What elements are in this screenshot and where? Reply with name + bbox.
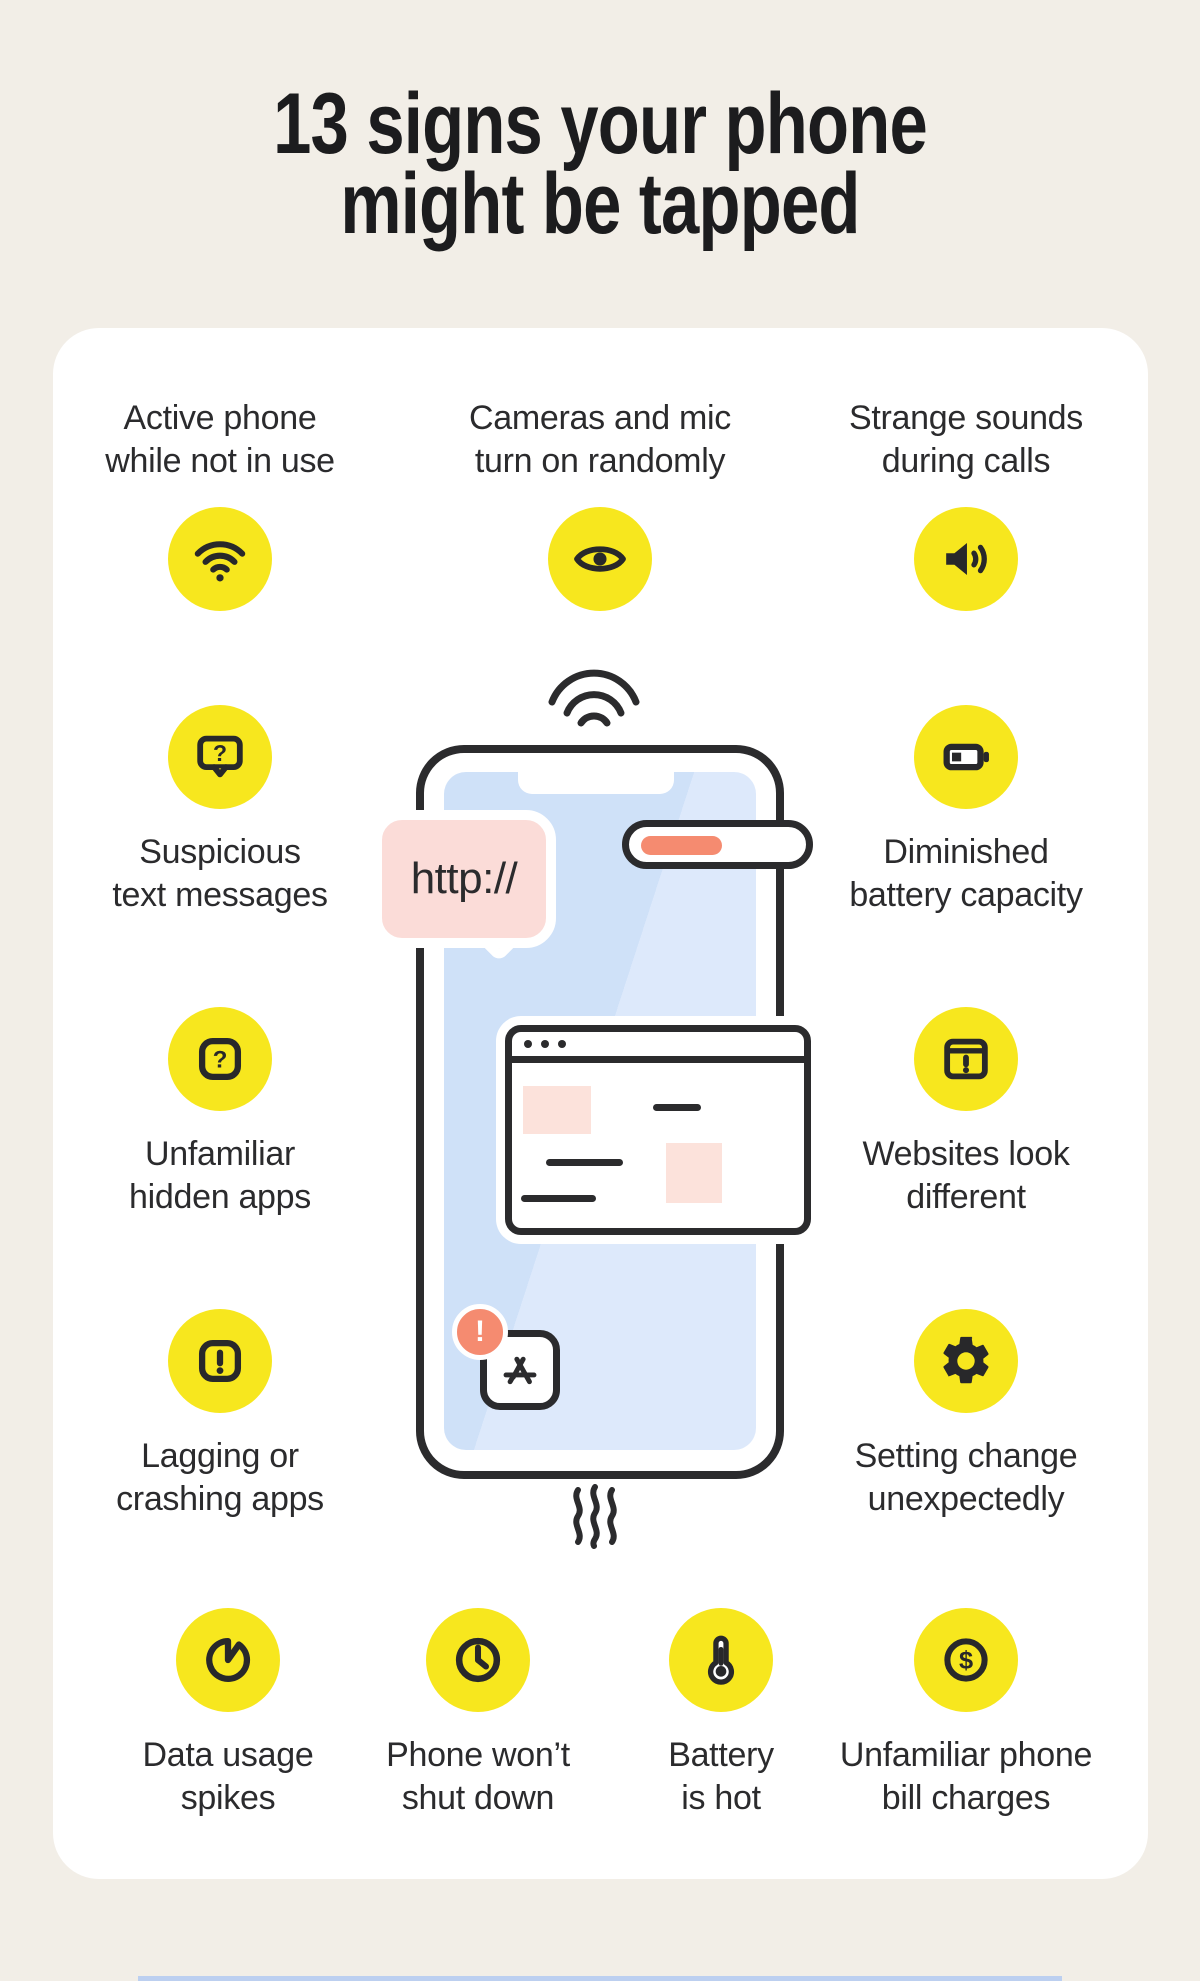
thermometer-icon [669,1608,773,1712]
browser-titlebar [512,1032,804,1063]
sign-strange-sounds: Strange sounds during calls [826,397,1106,611]
dollar-icon: $ [914,1608,1018,1712]
browser-alert-icon [914,1007,1018,1111]
sign-label: Unfamiliar phone bill charges [839,1736,1093,1817]
window-dot [541,1040,549,1048]
loading-pill [622,820,813,869]
sign-phone-bill: $ Unfamiliar phone bill charges [816,1608,1116,1820]
sign-label: Strange sounds during calls [849,399,1083,480]
speaker-icon [914,507,1018,611]
sign-label: Lagging or crashing apps [116,1437,324,1518]
bottom-accent-bar [138,1976,1062,1981]
placeholder-image [666,1143,722,1203]
placeholder-image [523,1086,591,1134]
message-question-icon: ? [168,705,272,809]
sign-data-usage: Data usage spikes [98,1608,358,1820]
sign-battery-hot: Battery is hot [591,1608,851,1820]
wifi-icon [168,507,272,611]
sign-lagging-apps: Lagging or crashing apps [80,1309,360,1521]
window-dot [524,1040,532,1048]
heat-waves-icon [573,1484,617,1549]
sign-label: Unfamiliar hidden apps [129,1135,311,1216]
sign-label: Setting change unexpectedly [854,1437,1078,1518]
sign-label: Suspicious text messages [112,833,328,914]
alert-square-icon [168,1309,272,1413]
sign-label: Active phone while not in use [105,399,335,480]
pie-chart-icon [176,1608,280,1712]
phone-notch [518,772,674,794]
page-title: 13 signs your phone might be tapped [120,76,1080,252]
sign-active-phone: Active phone while not in use [80,397,360,611]
sign-label: Cameras and mic turn on randomly [469,399,731,480]
sign-label: Battery is hot [668,1736,774,1817]
svg-text:?: ? [213,740,227,766]
svg-text:?: ? [213,1047,228,1074]
svg-text:$: $ [959,1647,973,1675]
sign-wont-shut-down: Phone won’t shut down [348,1608,608,1820]
sign-label: Diminished battery capacity [849,833,1083,914]
placeholder-text-line [653,1104,701,1111]
loading-progress [641,836,722,855]
battery-icon [914,705,1018,809]
hidden-app-question-icon: ? [168,1007,272,1111]
sign-settings-change: Setting change unexpectedly [826,1309,1106,1521]
clock-icon [426,1608,530,1712]
browser-window [505,1025,811,1235]
sign-diminished-battery: Diminished battery capacity [826,705,1106,917]
page-title-line1: 13 signs your phone [273,76,928,172]
sign-cameras-mic: Cameras and mic turn on randomly [460,397,740,611]
eye-icon [548,507,652,611]
sign-websites-different: Websites look different [826,1007,1106,1219]
sign-label: Websites look different [862,1135,1070,1216]
sign-suspicious-texts: ? Suspicious text messages [80,705,360,917]
http-speech-bubble: http:// [372,810,556,948]
bubble-text: http:// [410,854,518,903]
alert-badge-icon: ! [452,1304,508,1360]
window-dot [558,1040,566,1048]
wifi-signal-waves-icon [548,669,640,727]
placeholder-text-line [546,1159,623,1166]
sign-hidden-apps: ? Unfamiliar hidden apps [80,1007,360,1219]
sign-label: Data usage spikes [142,1736,314,1817]
page-title-line2: might be tapped [340,156,860,252]
gear-icon [914,1309,1018,1413]
sign-label: Phone won’t shut down [386,1736,570,1817]
placeholder-text-line [521,1195,596,1202]
